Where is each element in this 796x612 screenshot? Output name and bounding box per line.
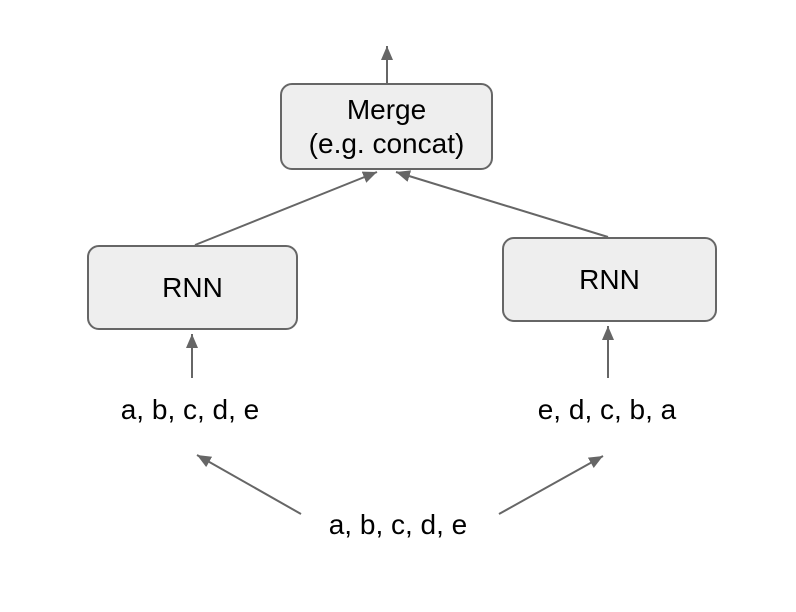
source-to-right-input-arrow	[498, 455, 604, 515]
source-to-left-input-arrow	[196, 454, 302, 515]
left-input-sequence-label: a, b, c, d, e	[120, 394, 260, 425]
merge-node-label-line1: Merge	[346, 93, 427, 125]
rnn-left-node-label: RNN	[162, 271, 223, 303]
right-rnn-to-merge-arrow	[395, 170, 609, 238]
source-sequence-label: a, b, c, d, e	[328, 509, 468, 540]
merge-node-box: Merge (e.g. concat)	[280, 83, 493, 170]
right-input-sequence-label: e, d, c, b, a	[537, 394, 677, 425]
rnn-right-node-box: RNN	[502, 237, 717, 322]
left-rnn-to-merge-arrow	[194, 171, 378, 246]
rnn-right-node-label: RNN	[579, 263, 640, 295]
rnn-left-node-box: RNN	[87, 245, 298, 330]
merge-node-label-line2: (e.g. concat)	[308, 127, 465, 159]
